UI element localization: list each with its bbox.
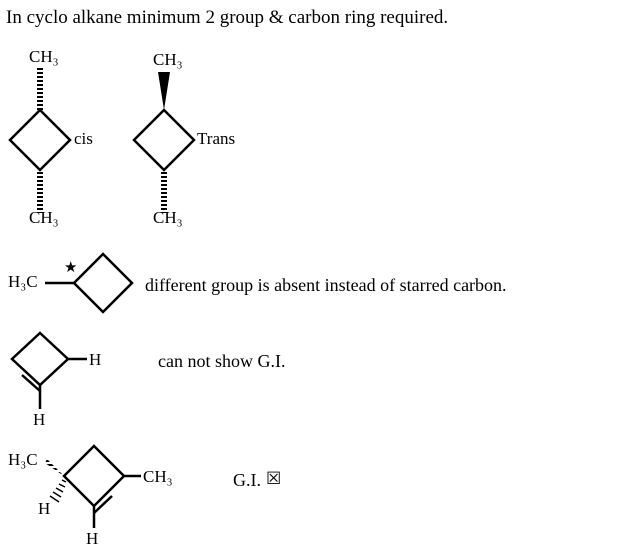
- cis-top-ch3-label: CH₃: [29, 47, 59, 66]
- cyclobutene-structure: [10, 331, 87, 409]
- cyclobutene-h-right-label: H: [89, 350, 102, 369]
- cis-label: cis: [74, 129, 93, 148]
- cyclobutene-double-bond: [21, 374, 41, 392]
- trans-top-wedge-bond: [158, 72, 170, 110]
- trans-label: Trans: [197, 129, 236, 148]
- substituted-h-left-label: H: [38, 499, 51, 518]
- substituted-ch3-label: CH₃: [143, 467, 173, 486]
- substituted-h-bottom-label: H: [86, 529, 99, 548]
- h3c-hash-bond: [45, 459, 64, 476]
- heading: In cyclo alkane minimum 2 group & carbon…: [6, 7, 449, 28]
- crossed-box-icon: ☒: [266, 469, 282, 488]
- substituted-ring: [62, 444, 126, 508]
- cis-structure: [8, 67, 72, 213]
- trans-bottom-ch3-label: CH₃: [153, 208, 183, 227]
- gi-note-label: G.I.: [233, 470, 261, 490]
- starred-ring: [72, 252, 134, 314]
- trans-top-ch3-label: CH₃: [153, 50, 183, 69]
- trans-bottom-hash-bond: [161, 170, 167, 213]
- cis-top-hash-bond: [37, 67, 43, 110]
- substituted-double-bond: [93, 495, 113, 514]
- substituted-h3c-label: H₃C: [8, 450, 38, 469]
- cyclobutene-note: can not show G.I.: [158, 351, 286, 371]
- h3c-label: H₃C: [8, 272, 38, 291]
- h-hash-bond: [49, 479, 67, 503]
- cis-ring: [8, 108, 72, 172]
- cis-bottom-hash-bond: [37, 170, 43, 213]
- starred-note: different group is absent instead of sta…: [145, 275, 507, 295]
- substituted-structure: [45, 444, 141, 528]
- star-icon: ★: [64, 260, 78, 276]
- starred-structure: [45, 252, 134, 314]
- cyclobutene-h-bottom-label: H: [33, 410, 46, 429]
- cyclobutene-ring: [10, 331, 70, 387]
- cis-bottom-ch3-label: CH₃: [29, 208, 59, 227]
- trans-structure: [132, 72, 196, 213]
- trans-ring: [132, 108, 196, 172]
